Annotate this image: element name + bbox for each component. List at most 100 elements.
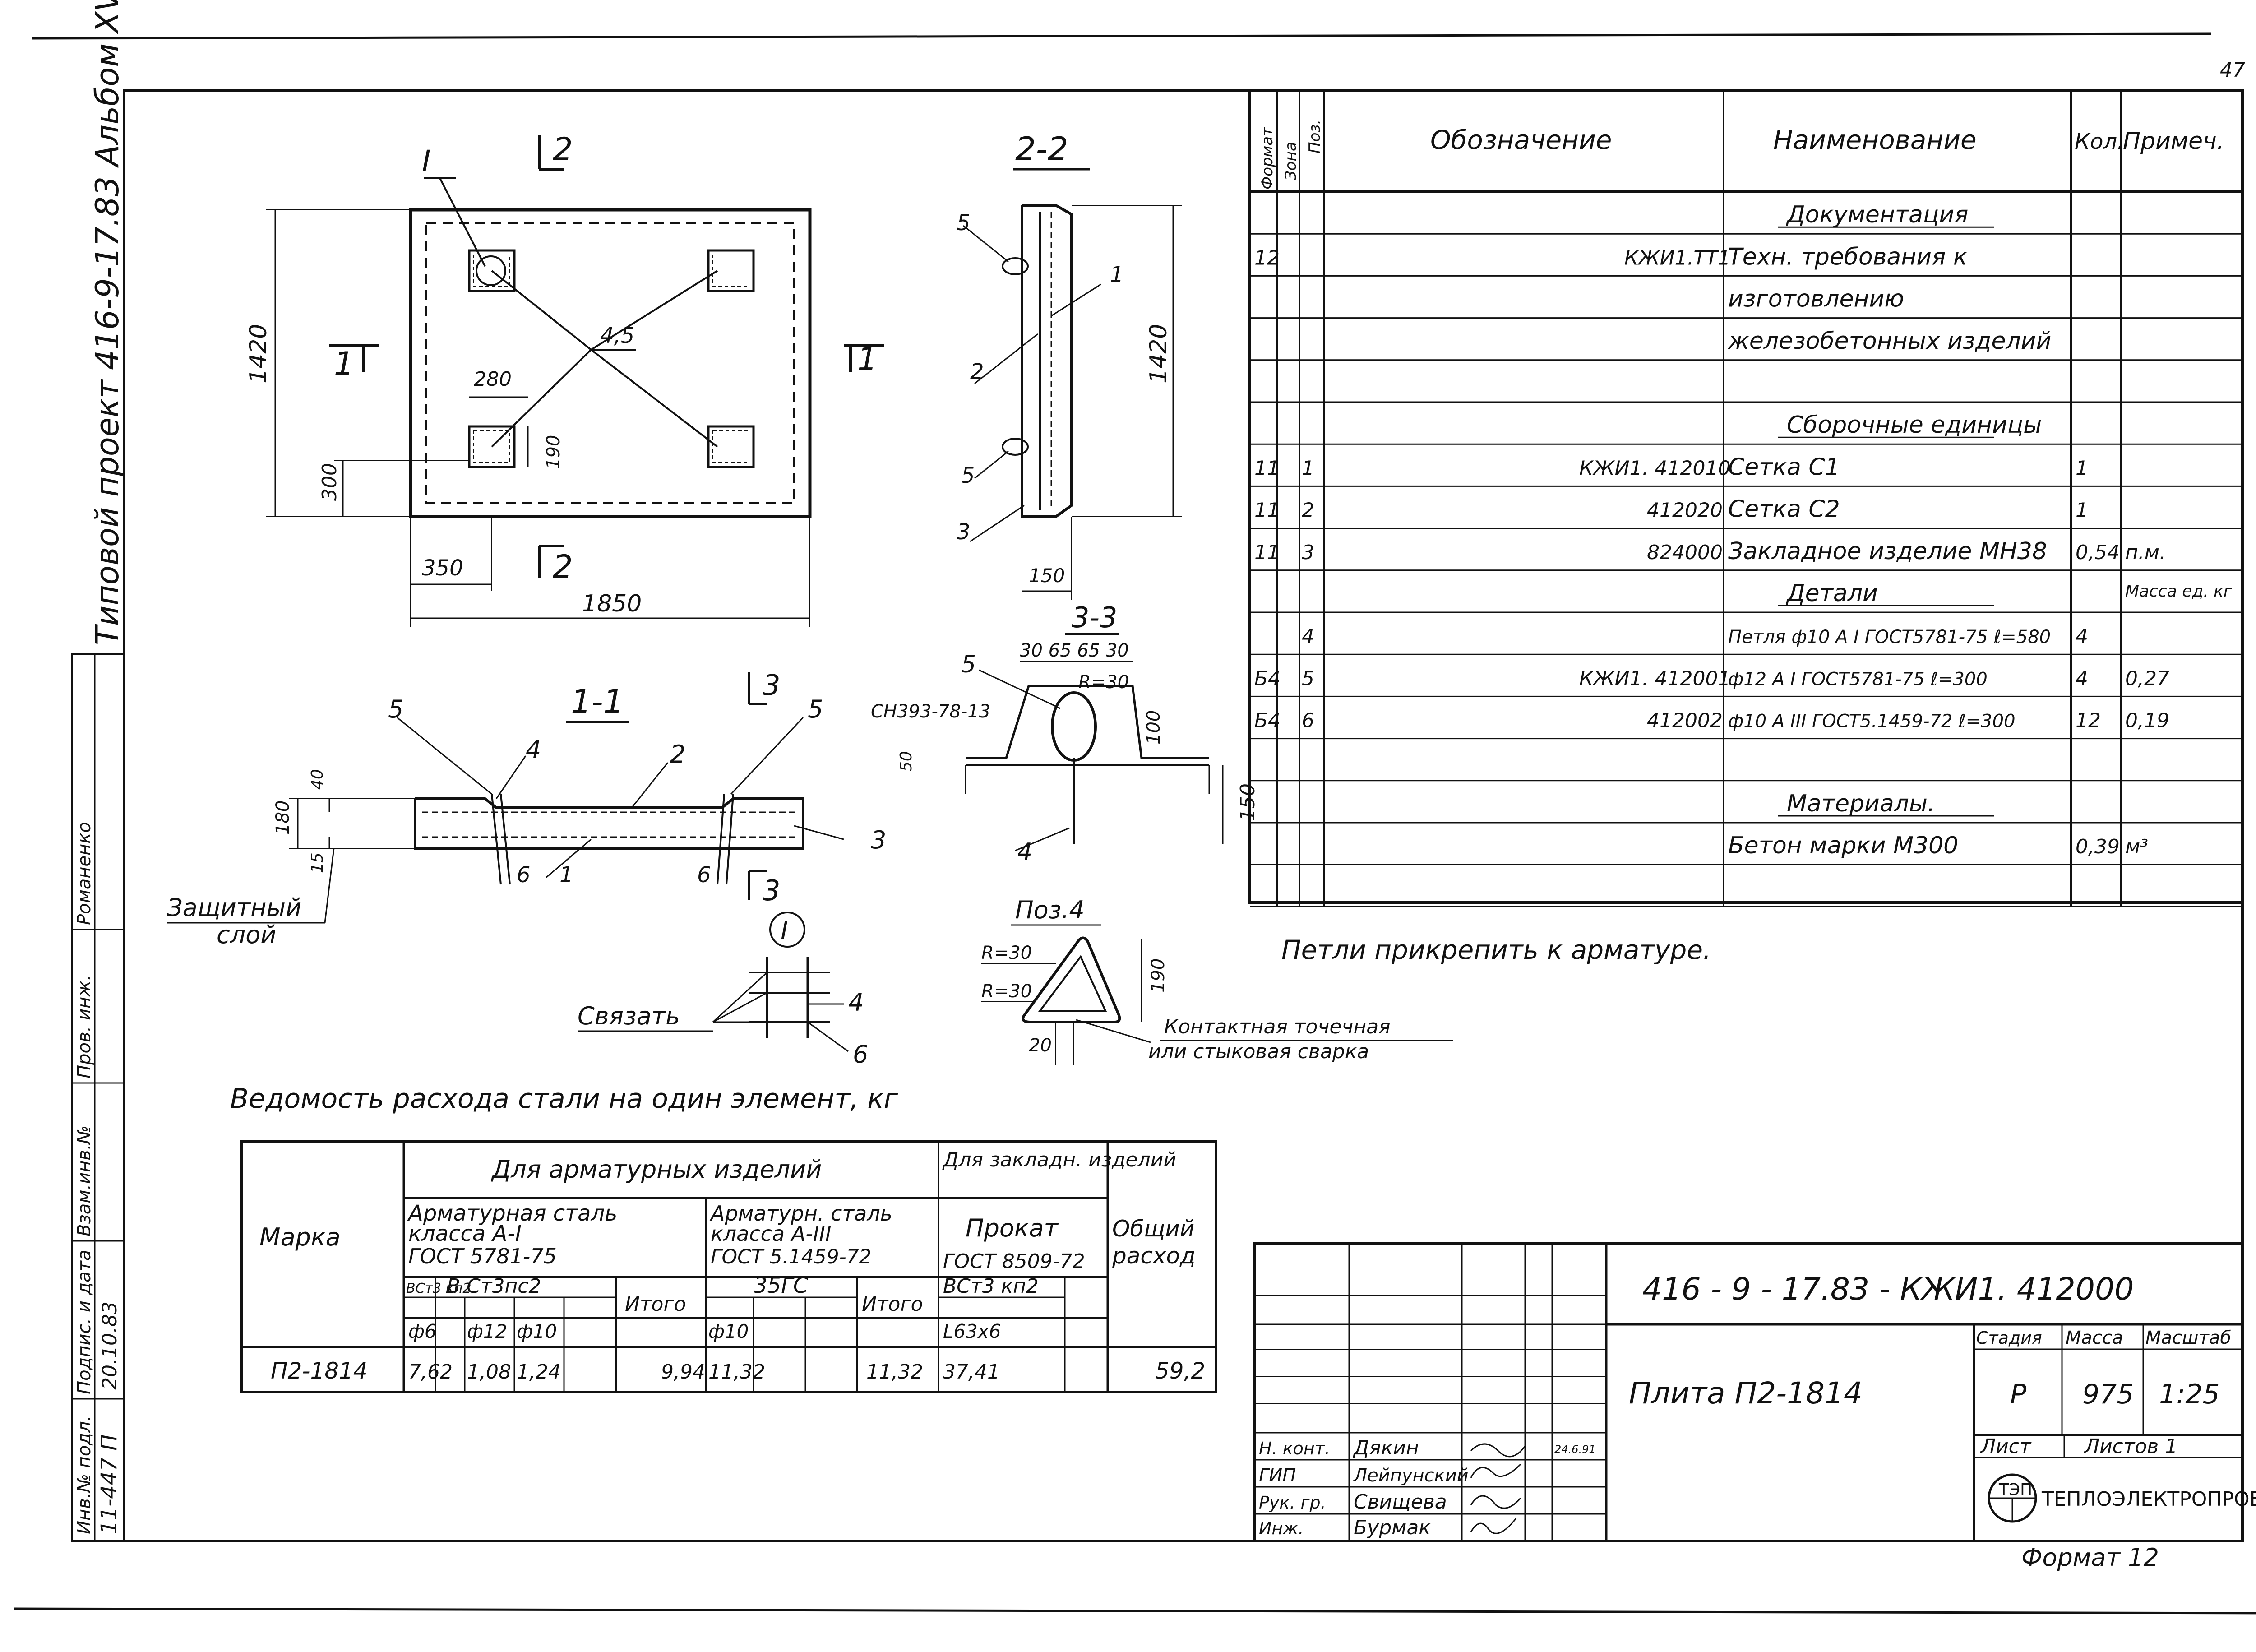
s33-loop xyxy=(1051,691,1097,762)
side-role-5: Романенко xyxy=(74,822,95,925)
steel-h-armature: Для арматурных изделий xyxy=(491,1155,822,1184)
s33-ref: СН393-78-13 xyxy=(871,701,990,722)
tb-sheet: Лист xyxy=(1980,1435,2032,1458)
signature-3 xyxy=(1470,1495,1521,1509)
protective-layer-1: Защитный xyxy=(167,893,301,922)
steel-h-class1-c: ГОСТ 5781-75 xyxy=(408,1244,557,1268)
steel-h-prokat-a: Прокат xyxy=(966,1214,1059,1242)
section-1-1: 1-1 5 4 2 5 3 6 1 6 3 3 180 40 xyxy=(167,669,886,949)
side-stamp-frame xyxy=(71,653,125,1542)
steel-h-marka: Марка xyxy=(259,1223,341,1251)
org-name: ТЕПЛОЭЛЕКТРОПРОЕКТ xyxy=(2041,1488,2256,1511)
steel-row-marka: П2-1814 xyxy=(271,1358,368,1384)
steel-table: Марка Для арматурных изделий Для закладн… xyxy=(240,1140,1217,1393)
s33-top-dims: 30 65 65 30 xyxy=(1020,640,1129,661)
spec-cell-format: Б4 xyxy=(1254,667,1281,690)
signature-2 xyxy=(1470,1463,1521,1478)
s22-dim-150: 150 xyxy=(1029,565,1065,587)
spec-cell-name: ф12 A I ГОСТ5781-75 ℓ=300 xyxy=(1728,669,1988,689)
side-stamp: Типовой проект 416-9-17.83 Альбом XV.2 И… xyxy=(71,0,126,1542)
tie-note: Связать xyxy=(578,1002,680,1030)
section-2-2-outline xyxy=(1021,204,1073,518)
stamp-date: 20.10.83 xyxy=(98,1301,121,1390)
signature-1 xyxy=(1470,1443,1526,1458)
top-trim-line xyxy=(31,32,2211,40)
spec-cell-pos: 2 xyxy=(1302,499,1314,522)
steel-d12: ф12 xyxy=(467,1320,507,1342)
s22-label-3: 3 xyxy=(957,519,971,545)
plan-dim-300: 300 xyxy=(318,463,341,501)
spec-cell-pos: 3 xyxy=(1302,541,1314,564)
spec-cell-qty: 0,39 xyxy=(2076,835,2120,858)
tb-name-4: Бурмак xyxy=(1354,1516,1431,1539)
pos4-loop-outer xyxy=(1022,936,1121,1023)
title-block: 416 - 9 - 17.83 - КЖИ1. 412000 Плита П2-… xyxy=(1253,1242,2256,1542)
s11-cut-3-bottom: 3 xyxy=(763,874,780,907)
spec-cell-note: 0,19 xyxy=(2125,709,2169,732)
steel-h-total-a: Общий xyxy=(1112,1216,1194,1242)
cut-1-right: 1 xyxy=(857,341,878,378)
steel-h-itogo2: Итого xyxy=(862,1293,923,1316)
bottom-trim-line xyxy=(13,1607,2256,1615)
s33-label-4: 4 xyxy=(1017,838,1032,865)
tb-name-3: Свищева xyxy=(1354,1490,1447,1513)
spec-cell-name: изготовлению xyxy=(1728,286,1904,313)
s11-label-6b: 6 xyxy=(697,862,711,888)
tb-date-1: 24.6.91 xyxy=(1554,1443,1596,1456)
protective-layer-2: слой xyxy=(217,921,276,949)
spec-cell-name: Техн. требования к xyxy=(1728,243,1968,270)
embedded-plate xyxy=(707,249,755,292)
s22-height-dim: 1420 xyxy=(1145,324,1172,384)
steel-h-class3-c: ГОСТ 5.1459-72 xyxy=(711,1245,872,1268)
spec-cell-name: Сетка С2 xyxy=(1728,496,1840,523)
s11-label-4: 4 xyxy=(526,736,541,764)
spec-cell-designation: 824000 xyxy=(1647,541,1723,564)
section-1-1-title: 1-1 xyxy=(571,683,624,721)
tb-role-4: Инж. xyxy=(1259,1518,1304,1538)
corner-mark: 47 xyxy=(2220,59,2245,82)
s11-label-1: 1 xyxy=(559,862,573,888)
spec-cell-name: Сетка С1 xyxy=(1728,453,1840,481)
steel-h-vst3kp2: ВСт3 кп2 xyxy=(943,1275,1039,1298)
cut-1-left: 1 xyxy=(334,345,354,382)
node-I-label: I xyxy=(422,144,430,179)
s22-label-1: 1 xyxy=(1110,262,1124,287)
spec-cell-format: 11 xyxy=(1254,499,1280,522)
section-3-3: 3-3 30 65 65 30 R=30 СН393-78-13 5 4 100… xyxy=(871,601,1259,865)
spec-cell-format: Б4 xyxy=(1254,709,1281,732)
format-label: Формат 12 xyxy=(2021,1543,2159,1572)
spec-cell-qty: 12 xyxy=(2076,709,2101,732)
s11-cut-3-top: 3 xyxy=(763,669,780,702)
node-label-6: 6 xyxy=(853,1040,868,1069)
section-3-3-title: 3-3 xyxy=(1072,601,1117,634)
embedded-plate xyxy=(707,425,755,468)
steel-d6: ф6 xyxy=(408,1320,437,1342)
steel-title: Ведомость расхода стали на один элемент,… xyxy=(230,1083,898,1115)
s11-dim-40: 40 xyxy=(308,769,327,790)
plan-height-dim: 1420 xyxy=(245,324,272,384)
spec-cell-name: железобетонных изделий xyxy=(1728,328,2051,355)
slab-inner-dashed xyxy=(425,222,795,504)
embedded-plate xyxy=(468,249,516,292)
s11-label-5a: 5 xyxy=(388,695,403,723)
album-title: Типовой проект 416-9-17.83 Альбом XV.2 xyxy=(89,0,126,645)
spec-cell-format: 11 xyxy=(1254,457,1280,480)
steel-h-total-b: расход xyxy=(1112,1243,1196,1269)
steel-h-prokat-b: ГОСТ 8509-72 xyxy=(943,1250,1085,1273)
spec-h-name: Наименование xyxy=(1773,125,1977,155)
spec-cell-qty: 4 xyxy=(2076,667,2088,690)
note-text: Петли прикрепить к арматуре. xyxy=(1281,935,1711,965)
spec-cell-qty: 4 xyxy=(2076,625,2088,648)
s11-label-6a: 6 xyxy=(517,862,531,888)
steel-row-v12: 1,08 xyxy=(467,1360,511,1384)
plan-width-dim: 1850 xyxy=(582,590,642,617)
spec-cell-designation: КЖИ1. 412001 xyxy=(1579,667,1730,690)
steel-row-v35: 11,32 xyxy=(708,1360,765,1384)
spec-h-zone: Зона xyxy=(1282,142,1300,180)
spec-cell-format: 11 xyxy=(1254,541,1280,564)
embedded-plate xyxy=(468,425,516,468)
steel-h-class3-a: Арматурн. сталь xyxy=(709,1201,892,1226)
spec-cell-name: Материалы. xyxy=(1787,790,1935,817)
steel-d10: ф10 xyxy=(517,1320,557,1342)
steel-h-class1-b: класса A-I xyxy=(408,1221,522,1246)
